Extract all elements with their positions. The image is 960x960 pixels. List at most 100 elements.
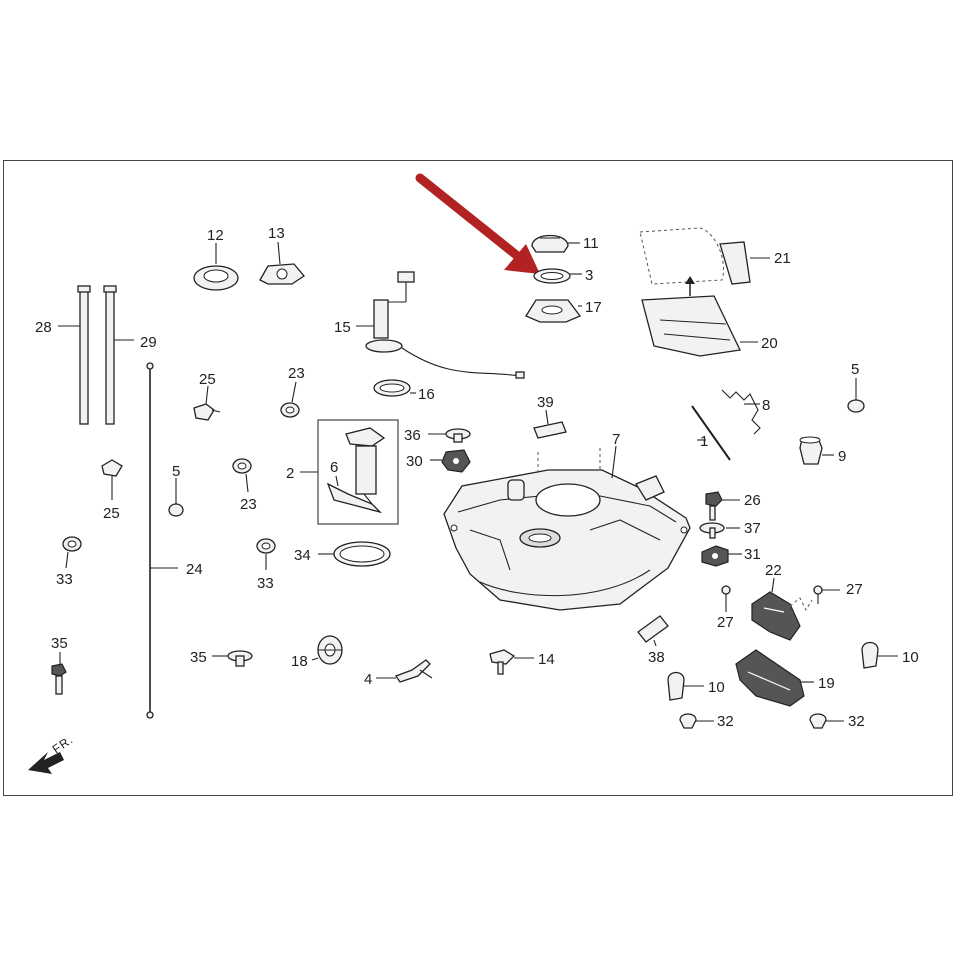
callout-10-right: 10 <box>902 649 919 666</box>
callout-25-lower: 25 <box>103 505 120 522</box>
cover-21 <box>719 241 751 285</box>
hose-29 <box>103 285 117 425</box>
callout-30: 30 <box>406 453 423 470</box>
clamp-25-upper <box>193 403 221 421</box>
fuel-tank-7 <box>443 448 691 611</box>
callout-25-upper: 25 <box>199 371 216 388</box>
callout-33-right: 33 <box>257 575 274 592</box>
callout-19: 19 <box>818 675 835 692</box>
callout-7: 7 <box>612 431 620 448</box>
seat-shell <box>639 227 724 296</box>
bracket-13 <box>259 263 305 285</box>
seal-3 <box>533 268 571 284</box>
nut-31 <box>701 545 729 567</box>
callout-32-right: 32 <box>848 713 865 730</box>
bolt-36 <box>445 428 471 443</box>
callout-26: 26 <box>744 492 761 509</box>
cap-base-17 <box>525 299 582 323</box>
fuel-cap-11 <box>531 234 569 253</box>
callout-3: 3 <box>585 267 593 284</box>
rubber-10-right <box>861 641 879 669</box>
clip-5-left <box>168 503 184 517</box>
clamp-23-upper <box>280 402 300 418</box>
callout-31: 31 <box>744 546 761 563</box>
ring-12 <box>193 265 239 291</box>
callout-14: 14 <box>538 651 555 668</box>
clamp-25-lower <box>101 459 123 477</box>
grommet-9 <box>799 436 823 465</box>
bracket-22 <box>751 591 801 641</box>
callout-27-right: 27 <box>846 581 863 598</box>
gasket-34 <box>333 541 391 567</box>
bolt-14 <box>489 649 516 675</box>
bolt-35-left <box>51 663 67 695</box>
callout-35-left: 35 <box>51 635 68 652</box>
callout-35-center: 35 <box>190 649 207 666</box>
callout-15: 15 <box>334 319 351 336</box>
fuel-sender-15 <box>365 271 525 379</box>
grommet-32-left <box>679 713 697 729</box>
bolt-35-center <box>227 650 253 667</box>
front-direction-arrow-icon <box>28 752 64 774</box>
callout-8: 8 <box>762 397 770 414</box>
bolt-26 <box>705 491 723 521</box>
clamp-33-right <box>256 538 276 554</box>
gasket-16 <box>373 379 411 397</box>
screw-27-left <box>721 585 731 606</box>
clamp-33-left <box>62 536 82 552</box>
rod-1 <box>691 405 731 461</box>
pad-39 <box>533 421 567 439</box>
callout-17: 17 <box>585 299 602 316</box>
callout-37: 37 <box>744 520 761 537</box>
callout-39: 39 <box>537 394 554 411</box>
spring-8 <box>721 389 761 435</box>
callout-22: 22 <box>765 562 782 579</box>
red-arrow-icon <box>415 173 540 274</box>
callout-27-left: 27 <box>717 614 734 631</box>
callout-labels: 1 2 3 4 5 5 6 7 8 9 10 10 11 12 13 14 15… <box>35 225 919 730</box>
clip-4 <box>395 659 433 683</box>
callout-23-lower: 23 <box>240 496 257 513</box>
callout-11: 11 <box>583 235 599 252</box>
callout-38: 38 <box>648 649 665 666</box>
hose-28 <box>77 285 91 425</box>
callout-13: 13 <box>268 225 285 242</box>
callout-2: 2 <box>286 465 294 482</box>
callout-5-left: 5 <box>172 463 180 480</box>
callout-36: 36 <box>404 427 421 444</box>
roller-18 <box>317 635 343 665</box>
pump-assembly-2 <box>317 419 399 525</box>
grommet-32-right <box>809 713 827 729</box>
nut-30 <box>441 449 471 473</box>
callout-9: 9 <box>838 448 846 465</box>
bracket-20 <box>641 295 741 357</box>
callout-12: 12 <box>207 227 224 244</box>
callout-4: 4 <box>364 671 372 688</box>
cable-24 <box>146 362 154 719</box>
callout-10-left: 10 <box>708 679 725 696</box>
diagram-frame <box>3 160 953 796</box>
rubber-10-left <box>667 671 685 701</box>
washer-37 <box>699 522 725 539</box>
callout-1: 1 <box>700 433 708 450</box>
screw-27-right <box>813 585 823 604</box>
callout-5-right: 5 <box>851 361 859 378</box>
bracket-19 <box>735 649 805 707</box>
clamp-23-lower <box>232 458 252 474</box>
callout-32-left: 32 <box>717 713 734 730</box>
pad-38 <box>637 615 669 643</box>
callout-16: 16 <box>418 386 435 403</box>
callout-34: 34 <box>294 547 311 564</box>
callout-29: 29 <box>140 334 157 351</box>
callout-23-upper: 23 <box>288 365 305 382</box>
callout-28: 28 <box>35 319 52 336</box>
clip-5-right <box>847 399 865 413</box>
callout-6: 6 <box>330 459 338 476</box>
callout-21: 21 <box>774 250 791 267</box>
callout-24: 24 <box>186 561 203 578</box>
callout-33-left: 33 <box>56 571 73 588</box>
callout-20: 20 <box>761 335 778 352</box>
callout-18: 18 <box>291 653 308 670</box>
front-direction-label: FR. <box>50 732 76 756</box>
